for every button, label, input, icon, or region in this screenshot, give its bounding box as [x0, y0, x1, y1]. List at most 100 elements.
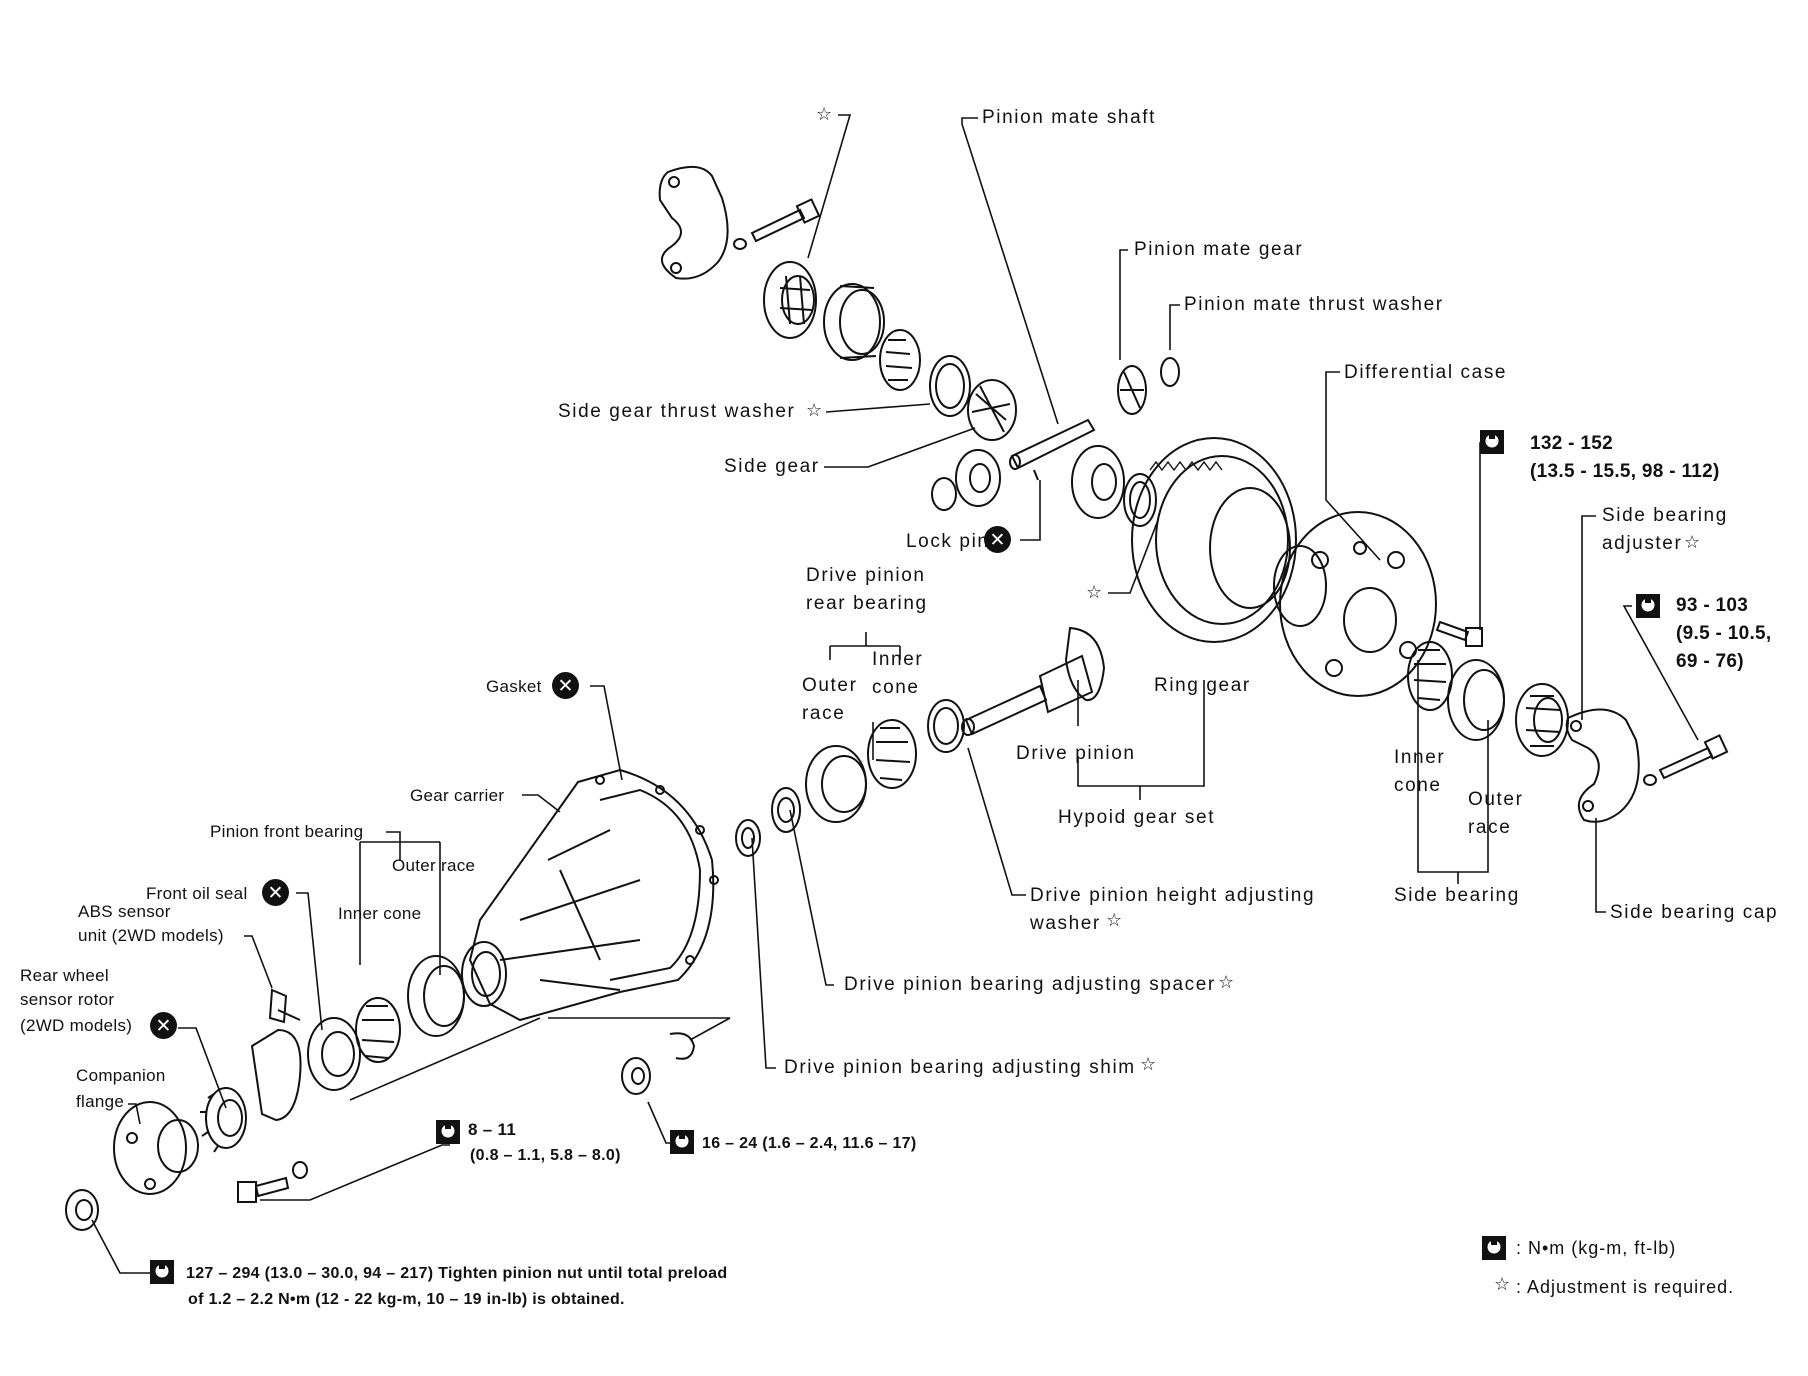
- leader-lines: [91, 114, 1699, 1274]
- label-pinion-mate-shaft: Pinion mate shaft: [982, 107, 1157, 128]
- side-bearing-cap-right: [1565, 708, 1640, 823]
- differential-case-shape: [1273, 511, 1437, 697]
- label-rear-wheel-sensor-line1: Rear wheel: [20, 966, 109, 985]
- label-torque-16: 16 – 24 (1.6 – 2.4, 11.6 – 17): [702, 1135, 917, 1152]
- washer-right: [1123, 473, 1157, 527]
- star-icon: ☆: [806, 400, 823, 421]
- pinion-mate-shaft: [1009, 418, 1096, 481]
- label-bearing-shim: Drive pinion bearing adjusting shim: [784, 1057, 1136, 1078]
- label-outer-race-rear-line1: Outer: [802, 675, 858, 696]
- label-height-washer-line2: washer: [1030, 913, 1101, 934]
- label-pinion-mate-gear: Pinion mate gear: [1134, 239, 1304, 260]
- label-differential-case: Differential case: [1344, 362, 1508, 383]
- abs-sensor: [250, 988, 302, 1122]
- label-bearing-spacer: Drive pinion bearing adjusting spacer: [844, 974, 1216, 995]
- label-abs-sensor-line2: unit (2WD models): [78, 926, 224, 945]
- label-torque-8-line1: 8 – 11: [468, 1120, 517, 1139]
- legend-units: : N•m (kg-m, ft-lb): [1516, 1238, 1677, 1258]
- label-drive-pinion-rear-bearing-line2: rear bearing: [806, 593, 928, 614]
- bolt-132: [1435, 620, 1483, 647]
- star-icon: ☆: [1218, 972, 1235, 993]
- shim: [735, 819, 761, 857]
- washer-top: [929, 355, 971, 417]
- label-outer-race-side-line2: race: [1468, 817, 1512, 838]
- label-outer-race-side-line1: Outer: [1468, 789, 1524, 810]
- front-bearing-race: [407, 955, 465, 1037]
- side-bearing-adjuster: [1515, 683, 1569, 757]
- nut-16: [621, 1032, 696, 1095]
- rear-bearing-race: [805, 745, 867, 823]
- sensor-rotor: [200, 1087, 247, 1153]
- label-torque-93-line2: (9.5 - 10.5,: [1676, 623, 1772, 644]
- star-icon: ☆: [816, 104, 833, 125]
- side-bearing-race: [1447, 659, 1505, 741]
- clip: [669, 1032, 696, 1060]
- pinion-mate-washer: [1160, 357, 1180, 387]
- label-torque-93-line1: 93 - 103: [1676, 595, 1749, 616]
- drive-pinion-shape: [961, 626, 1106, 736]
- label-pinion-mate-thrust-washer: Pinion mate thrust washer: [1184, 294, 1444, 315]
- label-torque-127-line2: of 1.2 – 2.2 N•m (12 - 22 kg-m, 10 – 19 …: [188, 1291, 625, 1308]
- label-side-gear: Side gear: [724, 456, 820, 477]
- pinion-nut: [65, 1189, 99, 1231]
- rear-bearing-cone: [867, 719, 917, 789]
- label-side-bearing: Side bearing: [1394, 885, 1520, 906]
- washer-lower: [931, 477, 957, 511]
- gear-carrier-shape: [461, 768, 719, 1022]
- spacer: [771, 787, 801, 833]
- label-torque-132-line2: (13.5 - 15.5, 98 - 112): [1530, 461, 1720, 482]
- label-lock-pin: Lock pin: [906, 531, 990, 552]
- label-inner-cone-side-line2: cone: [1394, 775, 1442, 796]
- label-side-bearing-cap: Side bearing cap: [1610, 902, 1779, 923]
- x-circle-icon: ✕: [552, 672, 579, 699]
- label-companion-flange-line2: flange: [76, 1092, 125, 1111]
- label-inner-cone-rear-line1: Inner: [872, 649, 924, 670]
- front-bearing-cone: [355, 997, 401, 1063]
- bolt-top: [733, 198, 821, 250]
- bolt-8: [237, 1161, 308, 1203]
- bearing-small-top: [879, 329, 921, 391]
- label-torque-127-line1: 127 – 294 (13.0 – 30.0, 94 – 217) Tighte…: [186, 1265, 728, 1282]
- x-circle-icon: ✕: [150, 1012, 177, 1039]
- bearing-top: [763, 261, 817, 339]
- star-icon: ☆: [1494, 1274, 1511, 1295]
- label-hypoid-gear-set: Hypoid gear set: [1058, 807, 1216, 828]
- x-circle-icon: ✕: [984, 526, 1011, 553]
- label-inner-cone-side-line1: Inner: [1394, 747, 1446, 768]
- star-icon: ☆: [1106, 910, 1123, 931]
- label-side-bearing-adjuster-line1: Side bearing: [1602, 505, 1728, 526]
- label-torque-8-line2: (0.8 – 1.1, 5.8 – 8.0): [470, 1147, 621, 1164]
- label-drive-pinion: Drive pinion: [1016, 743, 1136, 764]
- label-pinion-front-bearing: Pinion front bearing: [210, 822, 364, 841]
- legend-adjust: : Adjustment is required.: [1516, 1277, 1735, 1297]
- label-front-oil-seal: Front oil seal: [146, 884, 248, 903]
- companion-flange-shape: [113, 1101, 199, 1195]
- ring-gear-shape: [1131, 437, 1297, 643]
- label-side-bearing-adjuster-line2: adjuster: [1602, 533, 1683, 554]
- label-gasket: Gasket: [486, 677, 542, 696]
- label-side-gear-thrust-washer: Side gear thrust washer: [558, 401, 796, 422]
- side-gear-lower: [955, 449, 1001, 507]
- front-oil-seal: [307, 1017, 361, 1091]
- pinion-mate-gear: [1117, 365, 1147, 415]
- star-icon: ☆: [1086, 582, 1103, 603]
- label-ring-gear: Ring gear: [1154, 675, 1251, 696]
- label-height-washer-line1: Drive pinion height adjusting: [1030, 885, 1316, 906]
- label-gear-carrier: Gear carrier: [410, 786, 505, 805]
- side-bearing-cone: [1407, 641, 1453, 711]
- race-top: [823, 283, 885, 361]
- label-inner-cone-front: Inner cone: [338, 904, 422, 923]
- label-outer-race-rear-line2: race: [802, 703, 846, 724]
- height-washer: [927, 699, 965, 753]
- star-icon: ☆: [1140, 1054, 1157, 1075]
- label-inner-cone-rear-line2: cone: [872, 677, 920, 698]
- label-rear-wheel-sensor-line2: sensor rotor: [20, 990, 115, 1009]
- x-circle-icon: ✕: [262, 879, 289, 906]
- label-abs-sensor-line1: ABS sensor: [78, 902, 171, 921]
- side-gear-top: [967, 379, 1017, 441]
- star-icon: ☆: [1684, 532, 1701, 553]
- bolt-93: [1643, 734, 1729, 786]
- label-companion-flange-line1: Companion: [76, 1066, 166, 1085]
